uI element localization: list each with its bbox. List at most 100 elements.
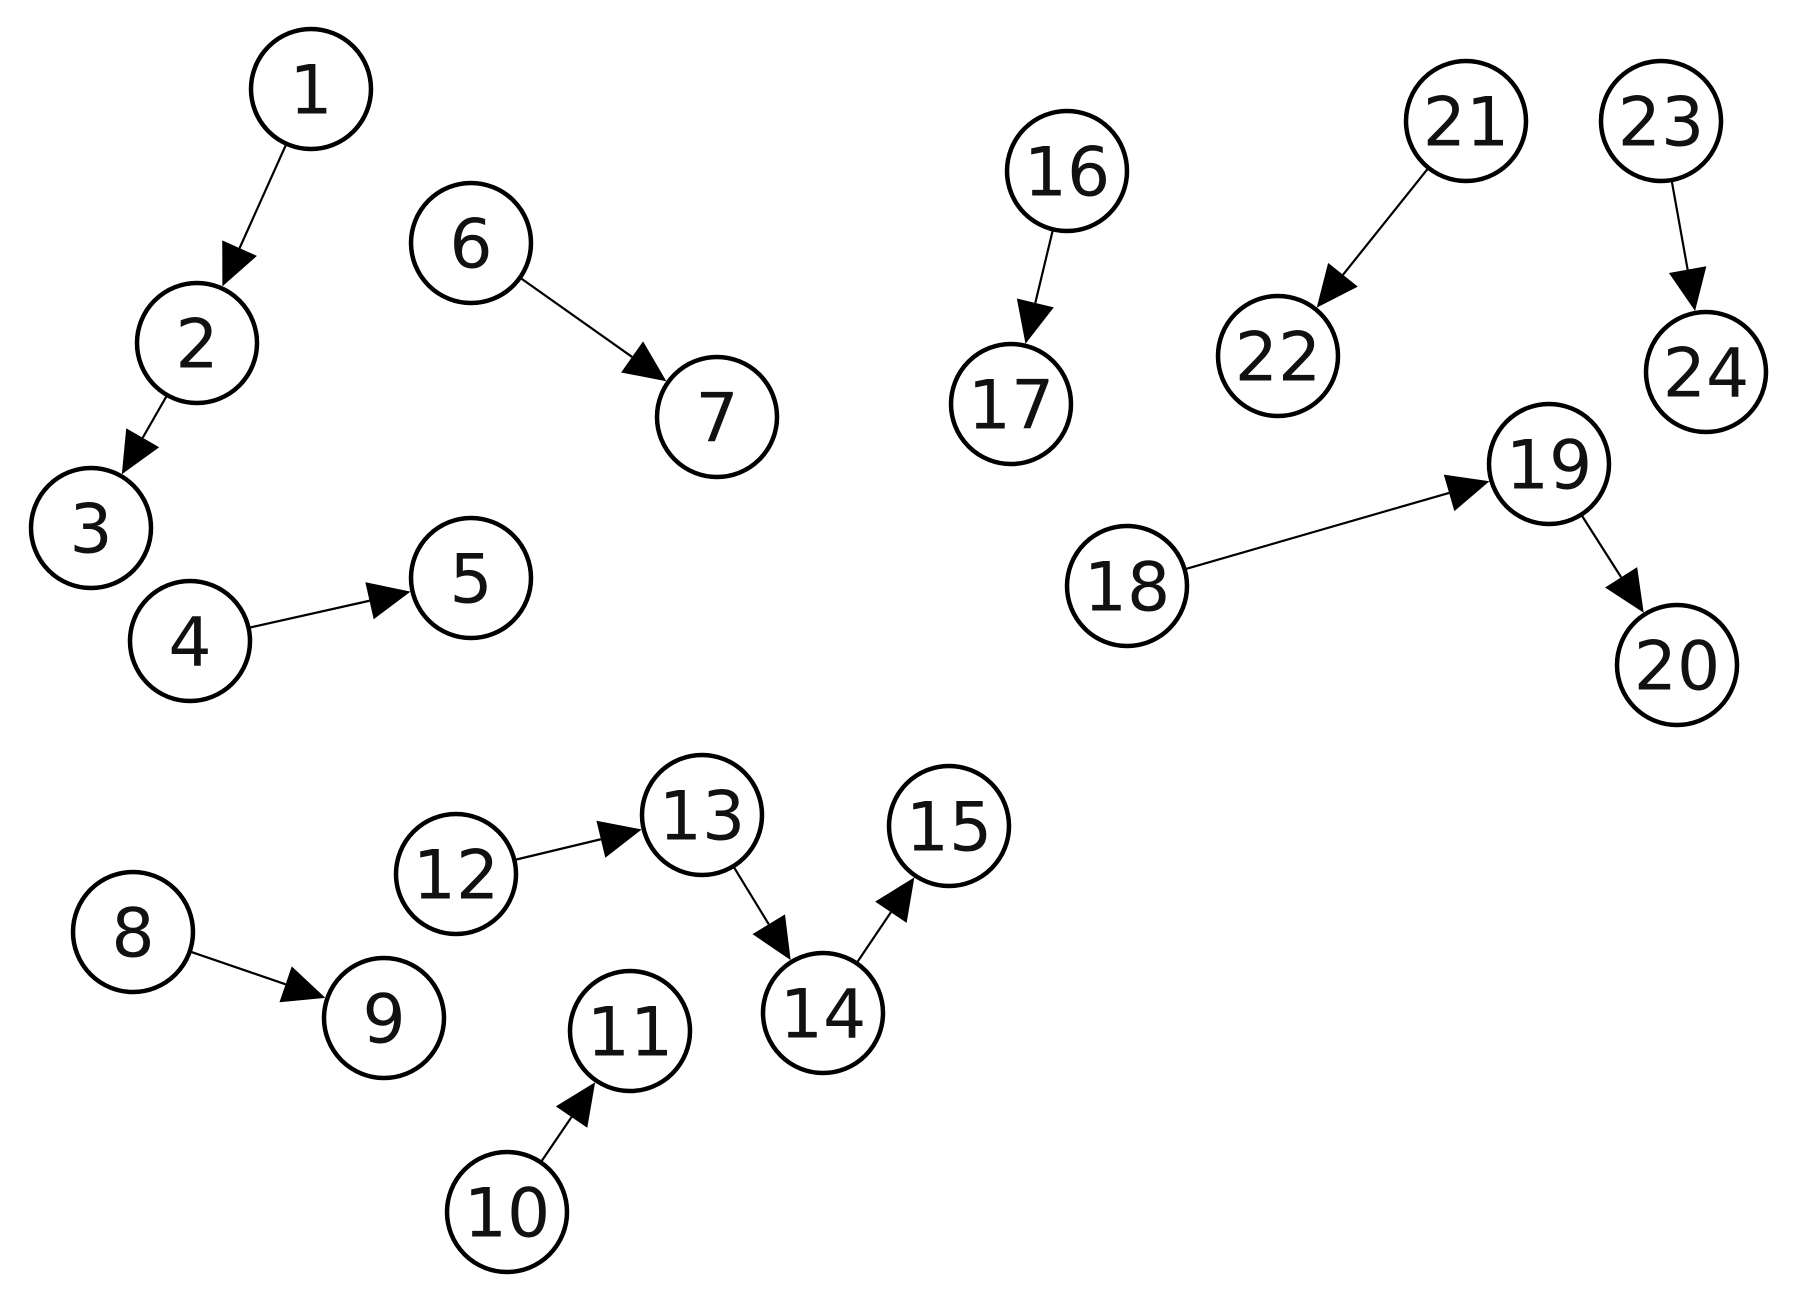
edge-4-to-5 — [248, 582, 411, 629]
edge-line — [141, 394, 169, 439]
arrowhead-icon — [596, 820, 642, 858]
node-circle — [127, 578, 253, 704]
edge-1-to-2 — [222, 143, 288, 287]
node-5: 5 — [408, 515, 534, 641]
node-15: 15 — [886, 763, 1012, 889]
edge-21-to-22 — [1316, 167, 1430, 308]
edge-line — [1034, 229, 1055, 304]
node-label: 20 — [1634, 628, 1721, 707]
node-6: 6 — [408, 180, 534, 306]
node-1: 1 — [248, 26, 374, 152]
node-label: 16 — [1024, 134, 1111, 213]
edge-line — [238, 143, 288, 249]
edge-line — [855, 911, 892, 964]
node-circle — [248, 26, 374, 152]
node-8: 8 — [70, 869, 196, 995]
node-label: 6 — [449, 206, 492, 285]
node-circle — [654, 354, 780, 480]
edge-23-to-24 — [1668, 179, 1707, 311]
node-19: 19 — [1486, 401, 1612, 527]
node-label: 19 — [1506, 427, 1593, 506]
arrowhead-icon — [279, 966, 326, 1003]
node-23: 23 — [1598, 58, 1724, 184]
node-11: 11 — [567, 968, 693, 1094]
node-label: 21 — [1423, 84, 1510, 163]
edge-line — [189, 950, 286, 986]
node-circle — [1614, 602, 1740, 728]
arrowhead-icon — [222, 240, 257, 287]
node-label: 10 — [464, 1175, 551, 1254]
edge-line — [1580, 514, 1623, 578]
node-label: 17 — [968, 367, 1055, 446]
node-label: 2 — [175, 306, 218, 385]
node-label: 4 — [168, 604, 211, 683]
arrowhead-icon — [752, 914, 791, 961]
node-label: 22 — [1235, 319, 1322, 398]
node-14: 14 — [760, 950, 886, 1076]
node-label: 12 — [413, 837, 500, 916]
edge-13-to-14 — [732, 865, 791, 961]
arrowhead-icon — [1668, 266, 1707, 311]
arrowhead-icon — [1443, 474, 1490, 512]
edge-line — [1670, 179, 1689, 270]
edge-line — [514, 838, 602, 862]
node-21: 21 — [1403, 58, 1529, 184]
edge-line — [519, 276, 633, 358]
arrowhead-icon — [1316, 262, 1358, 308]
node-label: 15 — [906, 789, 993, 868]
node-circle — [1215, 293, 1341, 419]
node-circle — [1643, 309, 1769, 435]
edge-layer — [121, 143, 1707, 1163]
arrowhead-icon — [621, 341, 667, 382]
edge-line — [539, 1116, 573, 1163]
node-circle — [760, 950, 886, 1076]
edge-2-to-3 — [121, 394, 169, 475]
node-label: 1 — [289, 52, 332, 131]
node-label: 3 — [69, 491, 112, 570]
node-24: 24 — [1643, 309, 1769, 435]
node-circle — [444, 1149, 570, 1275]
node-3: 3 — [28, 465, 154, 591]
node-circle — [948, 341, 1074, 467]
arrowhead-icon — [365, 582, 411, 620]
node-circle — [1486, 401, 1612, 527]
edge-14-to-15 — [855, 877, 915, 964]
node-circle — [70, 869, 196, 995]
node-circle — [1598, 58, 1724, 184]
edge-6-to-7 — [519, 276, 667, 382]
node-10: 10 — [444, 1149, 570, 1275]
node-16: 16 — [1004, 108, 1130, 234]
edge-16-to-17 — [1016, 229, 1055, 344]
edge-18-to-19 — [1184, 474, 1490, 571]
node-circle — [567, 968, 693, 1094]
edge-line — [732, 865, 770, 925]
node-12: 12 — [393, 811, 519, 937]
edge-line — [1342, 167, 1430, 276]
node-label: 13 — [659, 778, 746, 857]
arrowhead-icon — [1605, 567, 1644, 613]
node-label: 7 — [695, 380, 738, 459]
node-circle — [1064, 523, 1190, 649]
node-label: 18 — [1084, 549, 1171, 628]
node-9: 9 — [321, 955, 447, 1081]
node-circle — [1004, 108, 1130, 234]
node-7: 7 — [654, 354, 780, 480]
node-17: 17 — [948, 341, 1074, 467]
node-circle — [28, 465, 154, 591]
node-circle — [639, 752, 765, 878]
node-circle — [886, 763, 1012, 889]
arrowhead-icon — [1016, 298, 1054, 344]
node-label: 5 — [449, 541, 492, 620]
node-label: 23 — [1618, 84, 1705, 163]
node-circle — [1403, 58, 1529, 184]
edge-line — [1184, 491, 1450, 571]
node-circle — [408, 180, 534, 306]
node-label: 11 — [587, 994, 674, 1073]
edge-8-to-9 — [189, 950, 326, 1003]
node-circle — [134, 280, 260, 406]
node-circle — [408, 515, 534, 641]
edge-19-to-20 — [1580, 514, 1644, 613]
node-circle — [393, 811, 519, 937]
